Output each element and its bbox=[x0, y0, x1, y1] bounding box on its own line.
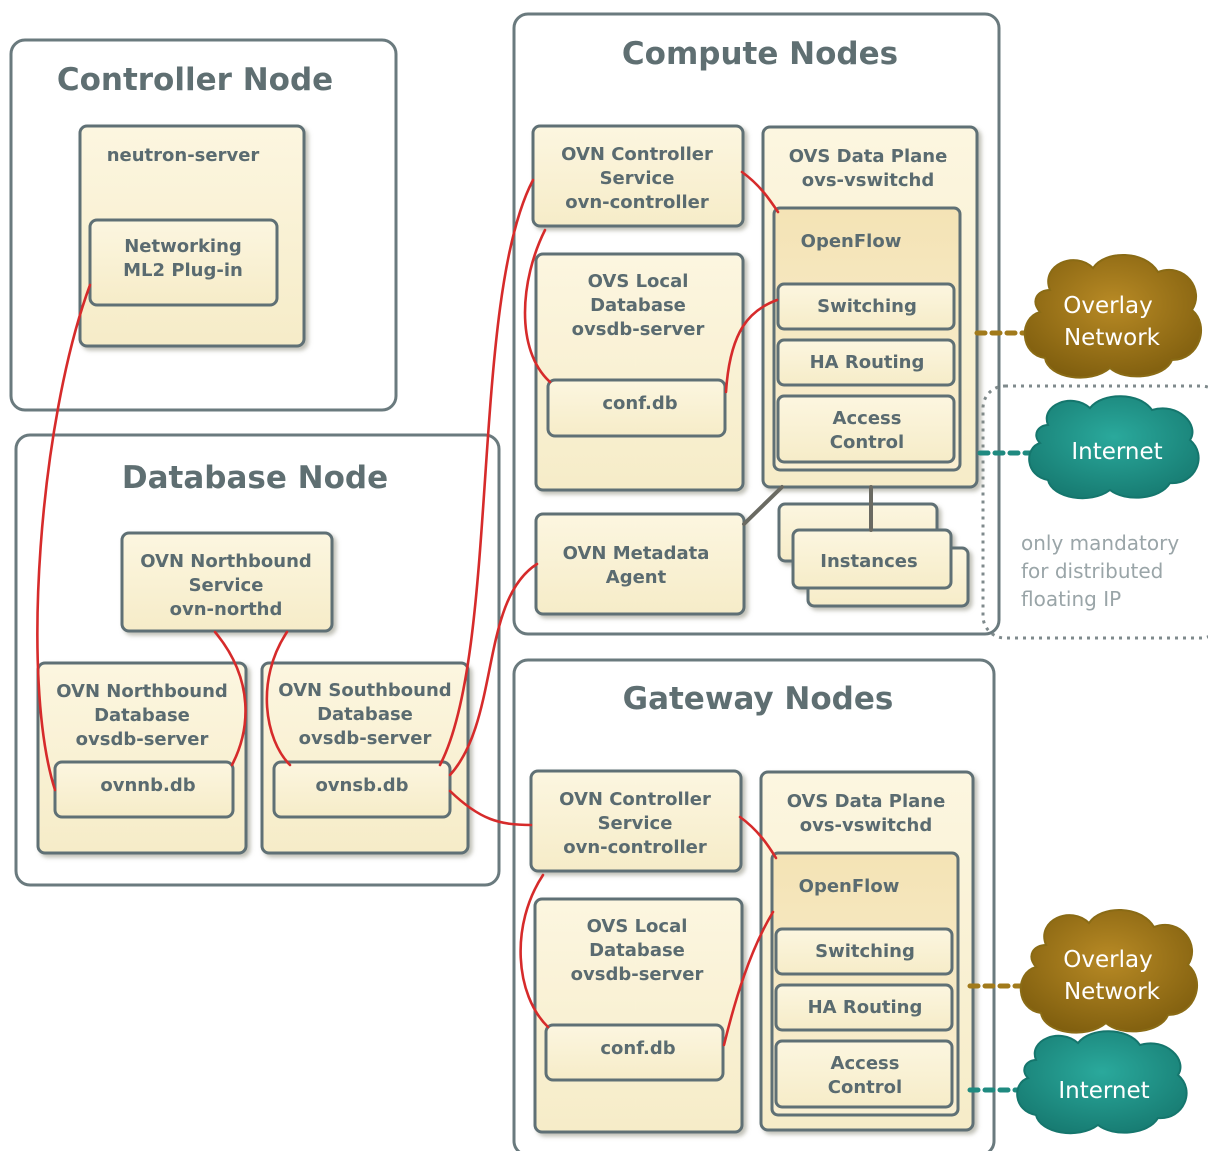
ovnnb-db-label: ovnnb.db bbox=[100, 775, 195, 796]
neutron-server-label: neutron-server bbox=[107, 145, 260, 166]
compute-access-control-box bbox=[776, 394, 956, 464]
compute-overlay-label-1: Overlay bbox=[1063, 293, 1152, 319]
ml2-plugin-label-2: ML2 Plug-in bbox=[123, 260, 243, 281]
link-gateway-controller-to-openflow bbox=[738, 815, 778, 860]
sb-database-label-2: Database bbox=[317, 704, 413, 725]
gateway-internet-cloud: Internet bbox=[1016, 1030, 1188, 1135]
compute-ovs-local-db-label-3: ovsdb-server bbox=[572, 319, 705, 340]
ovn-northd-label-2: Service bbox=[189, 575, 264, 596]
gateway-ovn-controller-label-1: OVN Controller bbox=[559, 789, 711, 810]
compute-ovn-controller-label-3: ovn-controller bbox=[565, 192, 709, 213]
compute-internet-cloud: Internet bbox=[1028, 395, 1200, 500]
ml2-plugin-label-1: Networking bbox=[124, 236, 242, 257]
gateway-ovs-local-db-label-1: OVS Local bbox=[587, 916, 688, 937]
link-compute-controller-to-confdb bbox=[523, 228, 552, 384]
gateway-access-control-label-1: Access bbox=[831, 1053, 900, 1074]
gateway-access-control-label-2: Control bbox=[828, 1077, 902, 1098]
gateway-overlay-network-cloud: Overlay Network bbox=[1019, 909, 1198, 1034]
gateway-access-control-box bbox=[774, 1039, 954, 1109]
instances-label: Instances bbox=[820, 551, 917, 572]
optional-note-line-2: for distributed bbox=[1021, 559, 1163, 583]
compute-ovn-controller-box bbox=[531, 124, 745, 228]
compute-overlay-label-2: Network bbox=[1064, 325, 1161, 351]
gateway-conf-db-box bbox=[544, 1023, 725, 1082]
compute-openflow-label: OpenFlow bbox=[801, 231, 902, 252]
nb-database-label-3: ovsdb-server bbox=[76, 729, 209, 750]
gateway-ovs-dataplane-label-2: ovs-vswitchd bbox=[800, 815, 933, 836]
compute-access-control-label-2: Control bbox=[830, 432, 904, 453]
gateway-node-title: Gateway Nodes bbox=[623, 681, 894, 717]
compute-internet-label: Internet bbox=[1071, 439, 1162, 465]
gateway-overlay-label-1: Overlay bbox=[1063, 947, 1152, 973]
nb-database-label-1: OVN Northbound bbox=[56, 681, 228, 702]
sb-database-label-3: ovsdb-server bbox=[299, 728, 432, 749]
link-sbdb-to-gateway-controller bbox=[448, 789, 533, 827]
gateway-ha-routing-box bbox=[774, 983, 954, 1032]
gateway-ovs-local-db-label-2: Database bbox=[589, 940, 685, 961]
ml2-plugin-box bbox=[88, 218, 279, 307]
controller-node-title: Controller Node bbox=[57, 62, 333, 98]
ovn-northd-box bbox=[120, 531, 334, 633]
gateway-internet-label: Internet bbox=[1058, 1078, 1149, 1104]
nb-database-label-2: Database bbox=[94, 705, 190, 726]
compute-ovs-local-db-label-2: Database bbox=[590, 295, 686, 316]
sb-database-label-1: OVN Southbound bbox=[278, 680, 451, 701]
compute-ovn-controller-label-1: OVN Controller bbox=[561, 144, 713, 165]
ovnsb-db-label: ovnsb.db bbox=[315, 775, 408, 796]
gateway-ha-routing-label: HA Routing bbox=[808, 997, 923, 1018]
gateway-ovn-controller-box bbox=[529, 769, 743, 873]
compute-conf-db-label: conf.db bbox=[602, 393, 677, 414]
link-compute-controller-to-openflow bbox=[740, 170, 780, 214]
link-gateway-openflow-to-confdb bbox=[722, 910, 775, 1047]
optional-zone-frame bbox=[981, 384, 1208, 640]
gateway-overlay-label-2: Network bbox=[1064, 979, 1161, 1005]
link-metadata-to-dataplane bbox=[742, 485, 784, 526]
database-node-title: Database Node bbox=[122, 460, 388, 496]
ovnsb-db-box bbox=[272, 760, 452, 819]
compute-node-title: Compute Nodes bbox=[622, 36, 898, 72]
ovn-northd-label-1: OVN Northbound bbox=[140, 551, 312, 572]
optional-note-line-3: floating IP bbox=[1021, 587, 1121, 611]
compute-switching-box bbox=[776, 282, 956, 331]
compute-ovs-dataplane-label-1: OVS Data Plane bbox=[789, 146, 948, 167]
link-compute-openflow-to-confdb bbox=[724, 298, 779, 394]
compute-ha-routing-label: HA Routing bbox=[810, 352, 925, 373]
optional-note-line-1: only mandatory bbox=[1021, 531, 1179, 555]
link-northd-to-nbdb bbox=[213, 630, 247, 767]
gateway-ovn-controller-label-2: Service bbox=[598, 813, 673, 834]
compute-metadata-agent-label-2: Agent bbox=[606, 567, 667, 588]
compute-metadata-agent-label-1: OVN Metadata bbox=[563, 543, 710, 564]
gateway-openflow-label: OpenFlow bbox=[799, 876, 900, 897]
link-northd-to-sbdb bbox=[265, 630, 292, 767]
gateway-switching-box bbox=[774, 927, 954, 976]
gateway-ovn-controller-label-3: ovn-controller bbox=[563, 837, 707, 858]
link-metadata-to-sbdb bbox=[448, 562, 539, 777]
compute-ovs-dataplane-label-2: ovs-vswitchd bbox=[802, 170, 935, 191]
gateway-ovs-dataplane-label-1: OVS Data Plane bbox=[787, 791, 946, 812]
compute-switching-label: Switching bbox=[817, 296, 917, 317]
gateway-ovs-local-db-label-3: ovsdb-server bbox=[571, 964, 704, 985]
gateway-conf-db-label: conf.db bbox=[600, 1038, 675, 1059]
compute-ha-routing-box bbox=[776, 338, 956, 387]
compute-access-control-label-1: Access bbox=[833, 408, 902, 429]
compute-metadata-agent-box bbox=[534, 512, 746, 616]
ovn-northd-label-3: ovn-northd bbox=[170, 599, 283, 620]
link-ml2-to-nbdb bbox=[36, 283, 92, 792]
gateway-switching-label: Switching bbox=[815, 941, 915, 962]
compute-ovn-controller-label-2: Service bbox=[600, 168, 675, 189]
link-compute-controller-to-sbdb bbox=[438, 178, 535, 767]
compute-overlay-network-cloud: Overlay Network bbox=[1023, 254, 1202, 379]
compute-ovs-local-db-label-1: OVS Local bbox=[588, 271, 689, 292]
link-gateway-controller-to-confdb bbox=[519, 873, 550, 1029]
compute-conf-db-box bbox=[546, 378, 727, 438]
